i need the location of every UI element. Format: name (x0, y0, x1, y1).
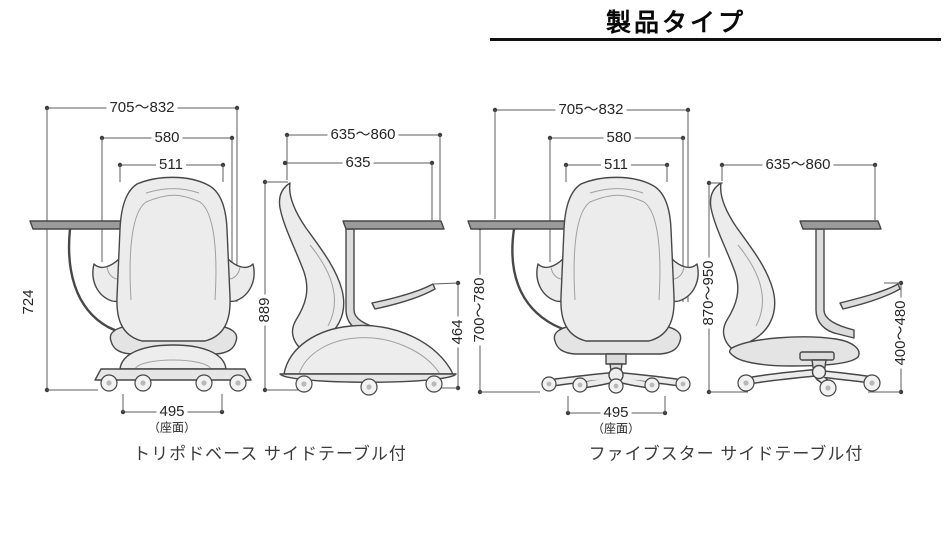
dim-label-fivestar-front-width-inner: 511 (601, 157, 631, 173)
chair-fivestar-front (467, 176, 699, 394)
dim-label-tripod-front-width-back: 580 (151, 130, 183, 146)
backrest-top-contour (145, 188, 200, 194)
dim-label-fivestar-side-height-overall: 870〜950 (700, 257, 717, 329)
backrest-contour (309, 244, 335, 327)
dim-label-fivestar-front-width-back: 580 (603, 130, 635, 146)
backrest-top-contour (589, 188, 644, 194)
chair-fivestar-side (709, 182, 901, 397)
dim-label-fivestar-side-depth-overall: 635〜860 (762, 157, 834, 173)
backrest (560, 176, 675, 342)
armrest-hook-left (550, 266, 562, 280)
dim-label-tripod-side-height-arm: 464 (449, 316, 466, 348)
chair-tripod-side (278, 182, 457, 396)
casters (295, 375, 443, 396)
dim-label-tripod-front-width-inner: 511 (156, 157, 186, 173)
dim-label-fivestar-side-height-arm: 400〜480 (892, 297, 909, 369)
dim-label-tripod-front-width-seat: 495 (156, 404, 188, 420)
dim-label-tripod-front-seat-note: （座面） (146, 420, 198, 435)
casters (541, 376, 691, 394)
casters (737, 374, 881, 397)
casters (100, 374, 247, 392)
base-arch-inner (134, 359, 212, 370)
dim-label-tripod-side-depth-overall: 635〜860 (327, 127, 399, 143)
five-star-legs (744, 364, 875, 388)
dim-label-tripod-front-width-overall: 705〜832 (106, 100, 178, 116)
backrest (709, 182, 776, 349)
armrest-blade (371, 283, 436, 310)
base-dome-inner (298, 337, 441, 375)
caption-fivestar-base: ファイブスター サイドテーブル付 (588, 444, 864, 464)
seat-plate (605, 353, 627, 365)
dim-label-tripod-side-height-overall: 889 (256, 294, 273, 326)
backrest (278, 182, 345, 349)
header-underline (490, 38, 941, 41)
dim-label-fivestar-front-width-overall: 705〜832 (555, 102, 627, 118)
table-arm (815, 228, 855, 339)
table-arm (345, 228, 385, 339)
armrest-hook-right (673, 266, 685, 280)
base-platform (279, 373, 457, 383)
caption-tripod-base: トリポドベース サイドテーブル付 (133, 444, 407, 464)
chair-tripod-front (29, 176, 255, 392)
backrest-contour (573, 194, 661, 301)
base-dome (283, 324, 454, 375)
dim-label-fivestar-front-seat-note: （座面） (590, 421, 642, 436)
armrest-hook-right (229, 266, 241, 280)
backrest-contour (129, 194, 217, 301)
side-table-top (799, 220, 882, 230)
dim-label-fivestar-front-height-table: 700〜780 (471, 274, 488, 346)
side-table-top (342, 220, 445, 230)
dim-label-tripod-side-depth-body: 635 (342, 155, 374, 171)
page-title: 製品タイプ (605, 10, 747, 37)
armrest-hook-left (106, 266, 118, 280)
armrest-blade (839, 283, 901, 310)
backrest-contour (737, 244, 763, 327)
dim-label-fivestar-front-width-seat: 495 (600, 405, 632, 421)
base-platform (94, 368, 252, 381)
dim-label-tripod-front-height-table: 724 (20, 286, 37, 318)
dims-tripod-side (262, 132, 461, 393)
backrest (116, 176, 231, 342)
seat-mechanism (799, 351, 835, 361)
